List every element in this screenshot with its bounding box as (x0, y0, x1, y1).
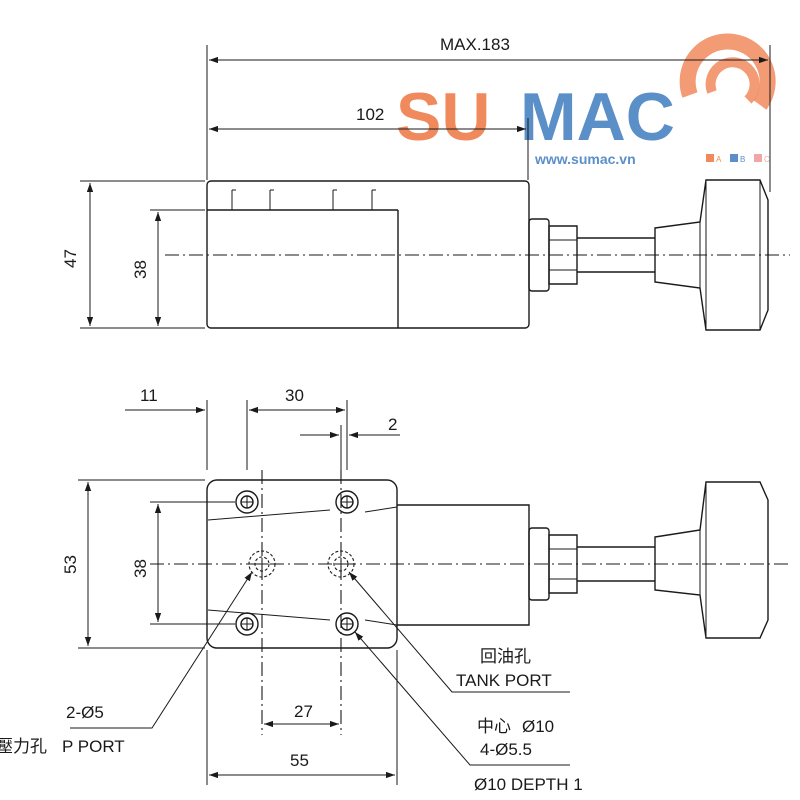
dim-height-outer-top: 47 (61, 249, 80, 268)
depth-spec: Ø10 DEPTH 1 (474, 775, 583, 794)
dim-height-outer-bottom: 53 (61, 555, 80, 574)
dim-height-inner-bottom: 38 (131, 559, 150, 578)
mount-hole-tr (335, 490, 359, 514)
bottom-view: 11 30 2 (61, 386, 790, 785)
tag-a: A (716, 155, 722, 164)
leader-mount-holes (354, 631, 570, 766)
p-port-cn: 壓力孔 (0, 737, 47, 756)
dim-body: 102 (356, 105, 384, 124)
dim-height-inner-top: 38 (131, 260, 150, 279)
center-cn: 中心 (477, 717, 511, 736)
logo-text-mac: MAC (520, 79, 675, 155)
dim-small: 2 (388, 415, 397, 434)
logo-text-su: SU (396, 79, 490, 155)
dim-overall: MAX.183 (440, 35, 510, 54)
sumac-logo: SU MAC www.sumac.vn A B C (396, 33, 776, 167)
mount-hole-tl (235, 490, 259, 514)
tag-c: C (764, 155, 770, 164)
handwheel-knob-top (654, 179, 769, 331)
handwheel-knob-bottom (654, 481, 769, 639)
tag-c-swatch (754, 154, 762, 162)
hex-nut-bottom (548, 534, 578, 594)
top-view: MAX.183 102 47 38 (61, 35, 790, 331)
logo-arc-outer (679, 33, 776, 110)
tag-a-swatch (706, 154, 714, 162)
logo-arc-inner (705, 57, 760, 104)
dim-lower-spacing: 27 (294, 702, 313, 721)
holes-spec: 4-Ø5.5 (480, 740, 532, 759)
tank-port-en: TANK PORT (456, 671, 552, 690)
valve-body-extension (397, 504, 530, 626)
center-spec: Ø10 (522, 717, 554, 736)
dim-hole-spacing: 30 (285, 386, 304, 405)
leader-p-port (70, 571, 253, 729)
p-port-spec: 2-Ø5 (66, 703, 104, 722)
tag-b-swatch (730, 154, 738, 162)
dim-left-offset: 11 (140, 386, 158, 405)
p-port-en: P PORT (62, 737, 125, 756)
tag-b: B (740, 155, 745, 164)
hex-nut-top (548, 225, 578, 285)
dim-width: 55 (290, 751, 309, 770)
mount-hole-br (335, 612, 359, 636)
logo-website: www.sumac.vn (534, 151, 636, 167)
leader-tank-port (348, 571, 570, 693)
tank-port-cn: 回油孔 (480, 647, 531, 666)
mount-hole-bl (235, 612, 259, 636)
